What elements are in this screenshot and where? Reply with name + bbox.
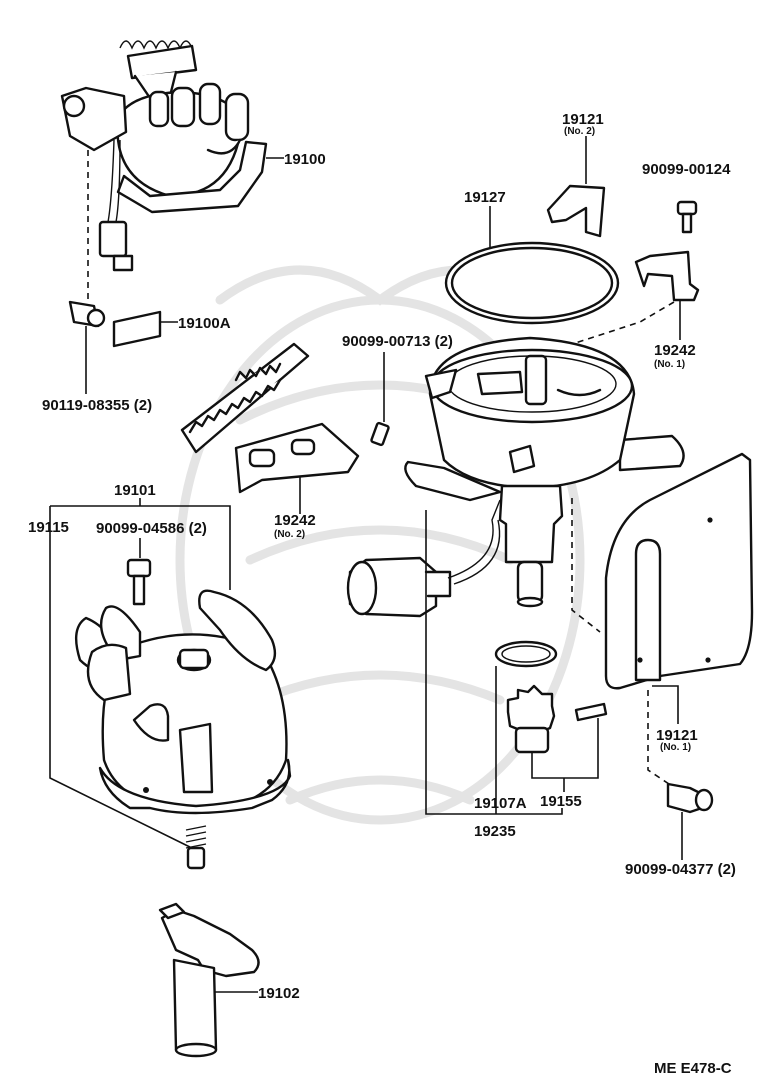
leader-19101-bracket — [49, 506, 201, 853]
bolt-90099-00124 — [676, 200, 698, 234]
label-90099-00124: 90099-00124 — [642, 161, 731, 178]
label-19100A: 19100A — [178, 315, 231, 332]
rotor-19102 — [158, 902, 260, 1058]
label-90099-04586: 90099-04586 (2) — [96, 520, 207, 537]
label-19127: 19127 — [464, 189, 506, 206]
spring-19115 — [185, 825, 207, 870]
o-ring-small — [494, 640, 558, 668]
label-plate-19100a — [112, 310, 162, 348]
pin-19155 — [574, 702, 608, 722]
label-19121-no1-sub: (No. 1) — [660, 742, 691, 753]
label-90099-04377: 90099-04377 (2) — [625, 861, 736, 878]
leader-19101-top — [50, 505, 231, 590]
distributor-assembly-19100 — [60, 40, 268, 272]
label-19242-no1: 19242 — [654, 342, 696, 359]
label-19121-no1: 19121 — [656, 727, 698, 744]
screw-90099-04586 — [126, 558, 152, 606]
screw-90099-04377 — [666, 782, 714, 814]
bracket-19242-no2 — [180, 342, 360, 494]
clip-19242-no1 — [634, 250, 700, 302]
cover-plate-19121-no1 — [604, 452, 754, 690]
figure-code: ME E478-C — [654, 1060, 732, 1077]
bolt-90099-00713 — [370, 421, 390, 447]
label-19235: 19235 — [474, 823, 516, 840]
label-19242-no2-sub: (No. 2) — [274, 529, 305, 540]
label-19101: 19101 — [114, 482, 156, 499]
screw-dashed-line — [647, 690, 673, 787]
bolt-90119-08355 — [68, 300, 106, 328]
label-19155: 19155 — [540, 793, 582, 810]
distributor-housing — [346, 336, 685, 618]
distributor-cap-19101 — [74, 589, 292, 815]
o-ring-19127 — [444, 241, 620, 325]
label-19107A: 19107A — [474, 795, 527, 812]
label-19102: 19102 — [258, 985, 300, 1002]
label-90099-00713: 90099-00713 (2) — [342, 333, 453, 350]
label-19121-no2-sub: (No. 2) — [564, 126, 595, 137]
clip-19121-no2 — [546, 184, 606, 238]
leader-19107a — [531, 718, 599, 779]
cover-dashed-line — [571, 498, 601, 633]
leader-19121-no1 — [652, 685, 679, 724]
label-19100: 19100 — [284, 151, 326, 168]
leader-19235 — [425, 510, 563, 815]
label-19121-no2: 19121 — [562, 111, 604, 128]
label-19242-no2: 19242 — [274, 512, 316, 529]
drive-gear-19107a — [506, 684, 556, 754]
label-19115: 19115 — [28, 519, 69, 536]
label-90119-08355: 90119-08355 (2) — [42, 397, 152, 414]
label-19242-no1-sub: (No. 1) — [654, 359, 685, 370]
